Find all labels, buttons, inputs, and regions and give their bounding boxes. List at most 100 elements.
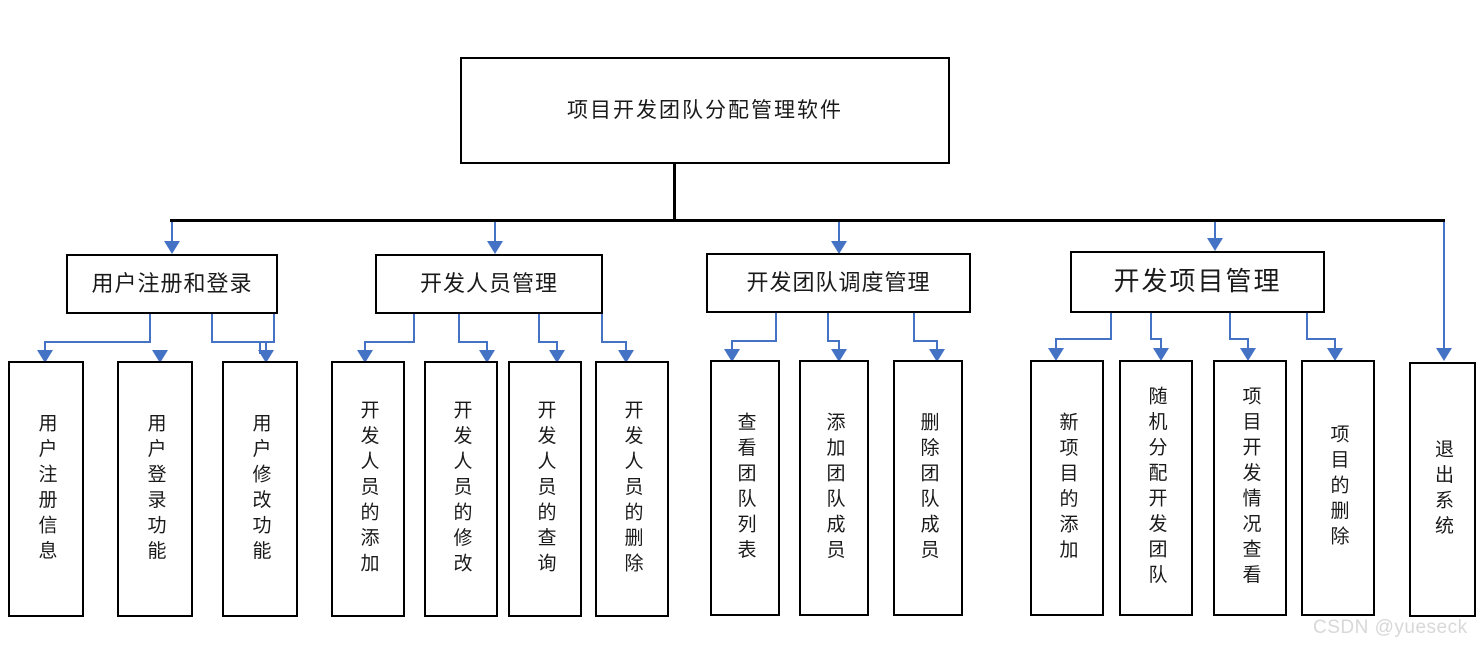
connector-b3-c2-h (827, 340, 840, 342)
connector-b4-c4-v2 (1334, 338, 1336, 352)
leaf-node-user-modify-function[interactable]: 用户修改功能 (222, 361, 298, 617)
root-bus (170, 219, 1445, 223)
connector-b1-c3-arrow (258, 350, 274, 363)
connector-b3-c1-v1 (775, 313, 777, 341)
leaf-node-random-assign-team[interactable]: 随机分配开发团队 (1119, 360, 1193, 616)
branch-node-developer-management[interactable]: 开发人员管理 (375, 254, 603, 314)
connector-b4-c3-arrow (1240, 348, 1256, 361)
leaf-node-label: 随机分配开发团队 (1145, 386, 1167, 590)
connector-b3-c3-h (913, 340, 938, 342)
connector-b2-c3-v1 (538, 314, 540, 342)
connector-b2-c2-arrow (479, 350, 495, 363)
connector-b2-c3-v2 (556, 341, 558, 354)
connector-b4-c3-v2 (1247, 338, 1249, 352)
connector-b2-c4-h (601, 341, 627, 343)
root-node-project-team-allocation-software[interactable]: 项目开发团队分配管理软件 (460, 57, 950, 164)
connector-b1-c2-arrowhead (152, 350, 168, 363)
branch-node-user-registration-login[interactable]: 用户注册和登录 (66, 254, 278, 314)
branch-node-label: 开发项目管理 (1113, 266, 1282, 297)
connector-b1-c3-v1 (273, 314, 275, 342)
leaf-node-exit-system[interactable]: 退出系统 (1409, 362, 1476, 617)
connector-b2-c2-h (458, 341, 487, 343)
bus-arrow-branch-2 (487, 241, 503, 254)
connector-b3-c3-arrow (929, 349, 945, 362)
branch-node-label: 开发团队调度管理 (746, 269, 931, 295)
bus-drop-branch-4 (1214, 222, 1216, 243)
connector-b4-c4-arrow (1327, 348, 1343, 361)
connector-b4-c4-v1 (1306, 313, 1308, 339)
connector-b2-c3-h (538, 341, 558, 343)
root-stem (673, 164, 677, 222)
leaf-node-view-project-progress[interactable]: 项目开发情况查看 (1213, 360, 1287, 616)
leaf-node-delete-project[interactable]: 项目的删除 (1301, 360, 1375, 616)
connector-b2-c2-v1 (458, 314, 460, 342)
leaf-node-label: 开发人员的查询 (534, 399, 556, 579)
branch-node-label: 用户注册和登录 (91, 270, 253, 296)
leaf-node-label: 添加团队成员 (823, 411, 845, 565)
leaf-node-developer-delete[interactable]: 开发人员的删除 (595, 361, 669, 617)
connector-b3-c2-arrow (831, 349, 847, 362)
connector-b4-c2-v2 (1160, 338, 1162, 352)
leaf-node-add-new-project[interactable]: 新项目的添加 (1030, 360, 1104, 616)
connector-b3-c3-v1 (913, 313, 915, 341)
connector-b4-c2-h (1150, 338, 1162, 340)
connector-b4-c1-v1 (1110, 313, 1112, 339)
leaf-node-label: 用户登录功能 (144, 412, 166, 566)
connector-b4-c3-v1 (1229, 313, 1231, 339)
bus-arrow-branch-1 (164, 241, 180, 254)
connector-b3-c1-arrow (724, 349, 740, 362)
connector-b2-c3-arrow (549, 350, 565, 363)
connector-b4-c2-arrow (1153, 348, 1169, 361)
leaf-node-developer-query[interactable]: 开发人员的查询 (508, 361, 582, 617)
connector-b4-c2-v1 (1150, 313, 1152, 339)
connector-b1-c3-v2 (265, 341, 267, 354)
leaf-node-user-registration-info[interactable]: 用户注册信息 (8, 361, 84, 617)
connector-b1-c1-v2 (44, 341, 46, 354)
connector-b2-c1-v2 (364, 341, 366, 354)
connector-b4-c1-v2 (1055, 338, 1057, 352)
connector-b3-c2-v1 (827, 313, 829, 341)
connector-b1-c1-v1 (149, 314, 151, 342)
leaf-node-delete-team-member[interactable]: 删除团队成员 (893, 360, 963, 616)
connector-b4-c4-h (1306, 338, 1336, 340)
connector-b2-c2-v2 (486, 341, 488, 354)
leaf-node-label: 用户修改功能 (249, 412, 271, 566)
connector-b1-c1-arrow (37, 350, 53, 363)
connector-b2-c1-arrow (357, 350, 373, 363)
branch-node-label: 开发人员管理 (419, 270, 558, 296)
connector-b1-c1-h (44, 341, 151, 343)
leaf-node-developer-modify[interactable]: 开发人员的修改 (424, 361, 498, 617)
leaf-node-label: 退出系统 (1432, 438, 1453, 541)
connector-b2-c4-v1 (601, 314, 603, 342)
bus-arrow-branch-4 (1207, 238, 1223, 251)
branch-node-team-scheduling-management[interactable]: 开发团队调度管理 (706, 253, 971, 313)
leaf-node-label: 用户注册信息 (35, 412, 57, 566)
connector-b2-c1-v1 (413, 314, 415, 342)
leaf-node-add-team-member[interactable]: 添加团队成员 (799, 360, 869, 616)
leaf-node-label: 开发人员的修改 (450, 399, 472, 579)
leaf-node-label: 项目的删除 (1327, 424, 1349, 552)
branch-node-project-management[interactable]: 开发项目管理 (1070, 251, 1325, 313)
connector-b4-c3-h (1229, 338, 1249, 340)
connector-b3-c1-v2 (731, 340, 733, 353)
connector-b2-c4-v2 (625, 341, 627, 354)
leaf-node-view-team-list[interactable]: 查看团队列表 (710, 360, 780, 616)
leaf-node-label: 开发人员的删除 (621, 399, 643, 579)
bus-drop-exit-system (1443, 222, 1445, 352)
watermark-csdn: CSDN @yueseck (1313, 617, 1468, 638)
connector-b1-c2-v4 (259, 341, 261, 354)
bus-drop-branch-3 (838, 222, 840, 246)
leaf-node-label: 删除团队成员 (917, 411, 939, 565)
leaf-node-label: 新项目的添加 (1056, 411, 1078, 565)
leaf-node-developer-add[interactable]: 开发人员的添加 (331, 361, 405, 617)
connector-b3-c2-v2 (838, 340, 840, 353)
connector-b2-c1-h (364, 341, 415, 343)
connector-b3-c1-h (731, 340, 777, 342)
leaf-node-user-login-function[interactable]: 用户登录功能 (117, 361, 193, 617)
connector-b2-c4-arrow (618, 350, 634, 363)
connector-b4-c1-h (1055, 338, 1112, 340)
root-node-label: 项目开发团队分配管理软件 (567, 97, 843, 122)
leaf-node-label: 查看团队列表 (734, 411, 756, 565)
bus-drop-branch-1 (171, 222, 173, 246)
